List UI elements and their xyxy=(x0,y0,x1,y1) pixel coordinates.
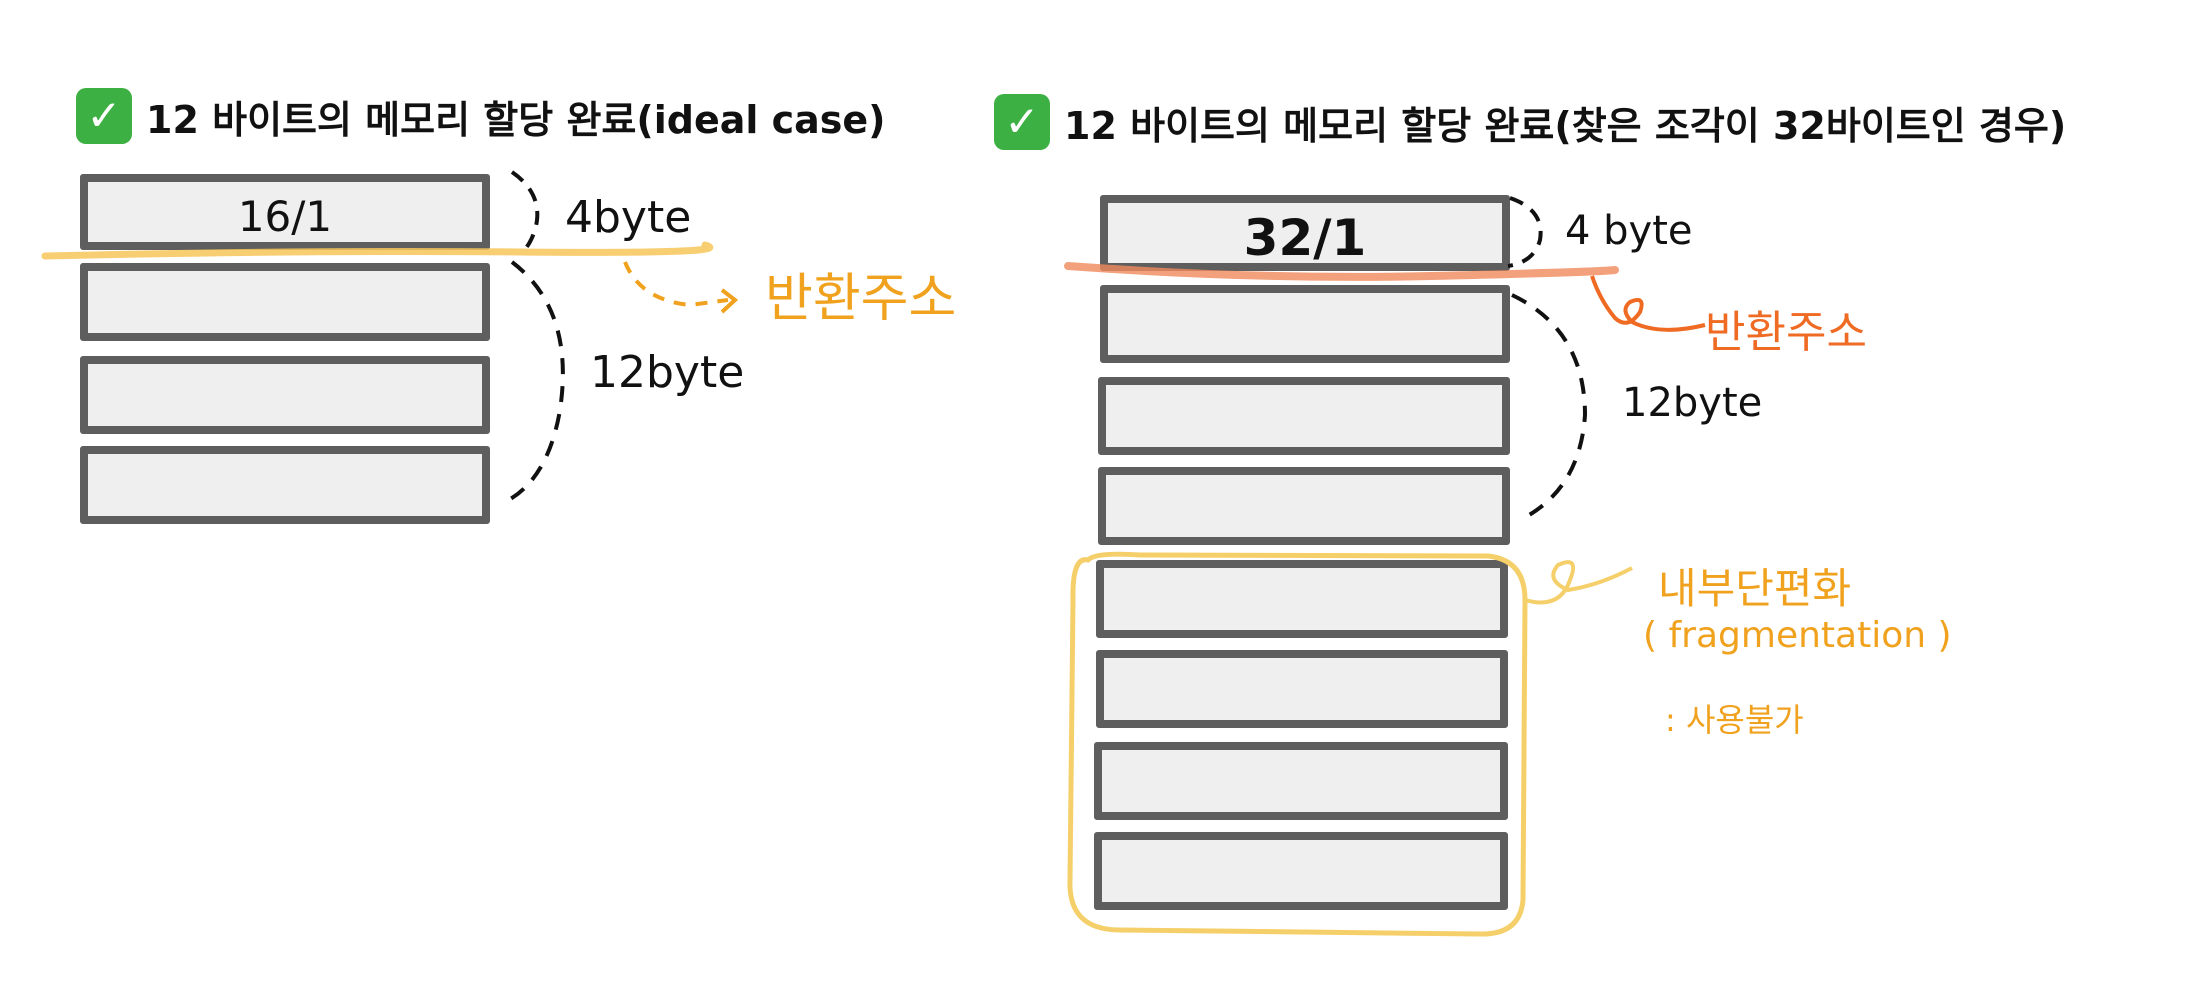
header-size-brace xyxy=(1507,196,1543,268)
payload-block xyxy=(1098,467,1510,545)
fragment-block xyxy=(1096,650,1508,728)
payload-size-label: 12byte xyxy=(590,347,745,398)
fragmentation-connector xyxy=(1524,560,1633,605)
header-size-brace xyxy=(510,170,540,254)
payload-block xyxy=(80,356,490,434)
arrow-head-icon xyxy=(720,288,739,314)
header-block: 32/1 xyxy=(1100,195,1510,271)
payload-size-label: 12byte xyxy=(1622,380,1763,426)
fragmentation-outline xyxy=(1067,551,1528,937)
header-block-label: 16/1 xyxy=(237,192,333,241)
fragmentation-title-label: 내부단편화 xyxy=(1658,564,1852,613)
check-mark-icon: ✓ xyxy=(994,94,1050,150)
return-address-pointer xyxy=(1590,275,1706,332)
return-address-arrow xyxy=(623,261,729,308)
header-block: 16/1 xyxy=(80,174,490,250)
fragmented-case-title: ✓ 12 바이트의 메모리 할당 완료(찾은 조각이 32바이트인 경우) xyxy=(994,94,2066,150)
payload-size-brace xyxy=(1511,293,1588,522)
ideal-case-panel: ✓ 12 바이트의 메모리 할당 완료(ideal case) 16/1 4by… xyxy=(0,0,1000,1000)
header-size-label: 4 byte xyxy=(1565,208,1693,254)
payload-size-brace xyxy=(504,260,565,504)
fragmented-case-title-text: 12 바이트의 메모리 할당 완료(찾은 조각이 32바이트인 경우) xyxy=(1064,103,2067,148)
fragment-block xyxy=(1096,560,1508,638)
return-address-label: 반환주소 xyxy=(1705,307,1867,358)
payload-block xyxy=(80,263,490,341)
header-block-label: 32/1 xyxy=(1243,209,1367,267)
fragmented-case-annotations xyxy=(1064,196,1706,937)
payload-block xyxy=(1098,377,1510,455)
payload-block xyxy=(80,446,490,524)
header-size-label: 4byte xyxy=(565,192,692,243)
return-address-label: 반환주소 xyxy=(765,269,957,329)
return-address-highlight xyxy=(1064,262,1619,281)
fragment-block xyxy=(1094,832,1508,910)
return-address-highlight xyxy=(41,241,714,260)
ideal-case-title: ✓ 12 바이트의 메모리 할당 완료(ideal case) xyxy=(76,88,886,144)
payload-block xyxy=(1100,285,1510,363)
check-mark-icon: ✓ xyxy=(76,88,132,144)
fragmentation-en-label: ( fragmentation ) xyxy=(1643,615,1952,656)
ideal-case-title-text: 12 바이트의 메모리 할당 완료(ideal case) xyxy=(146,97,886,142)
fragmented-case-panel: ✓ 12 바이트의 메모리 할당 완료(찾은 조각이 32바이트인 경우) 32… xyxy=(960,0,2211,1000)
fragmentation-note-label: : 사용불가 xyxy=(1665,701,1804,739)
fragment-block xyxy=(1094,742,1508,820)
ideal-case-annotations xyxy=(41,170,739,504)
